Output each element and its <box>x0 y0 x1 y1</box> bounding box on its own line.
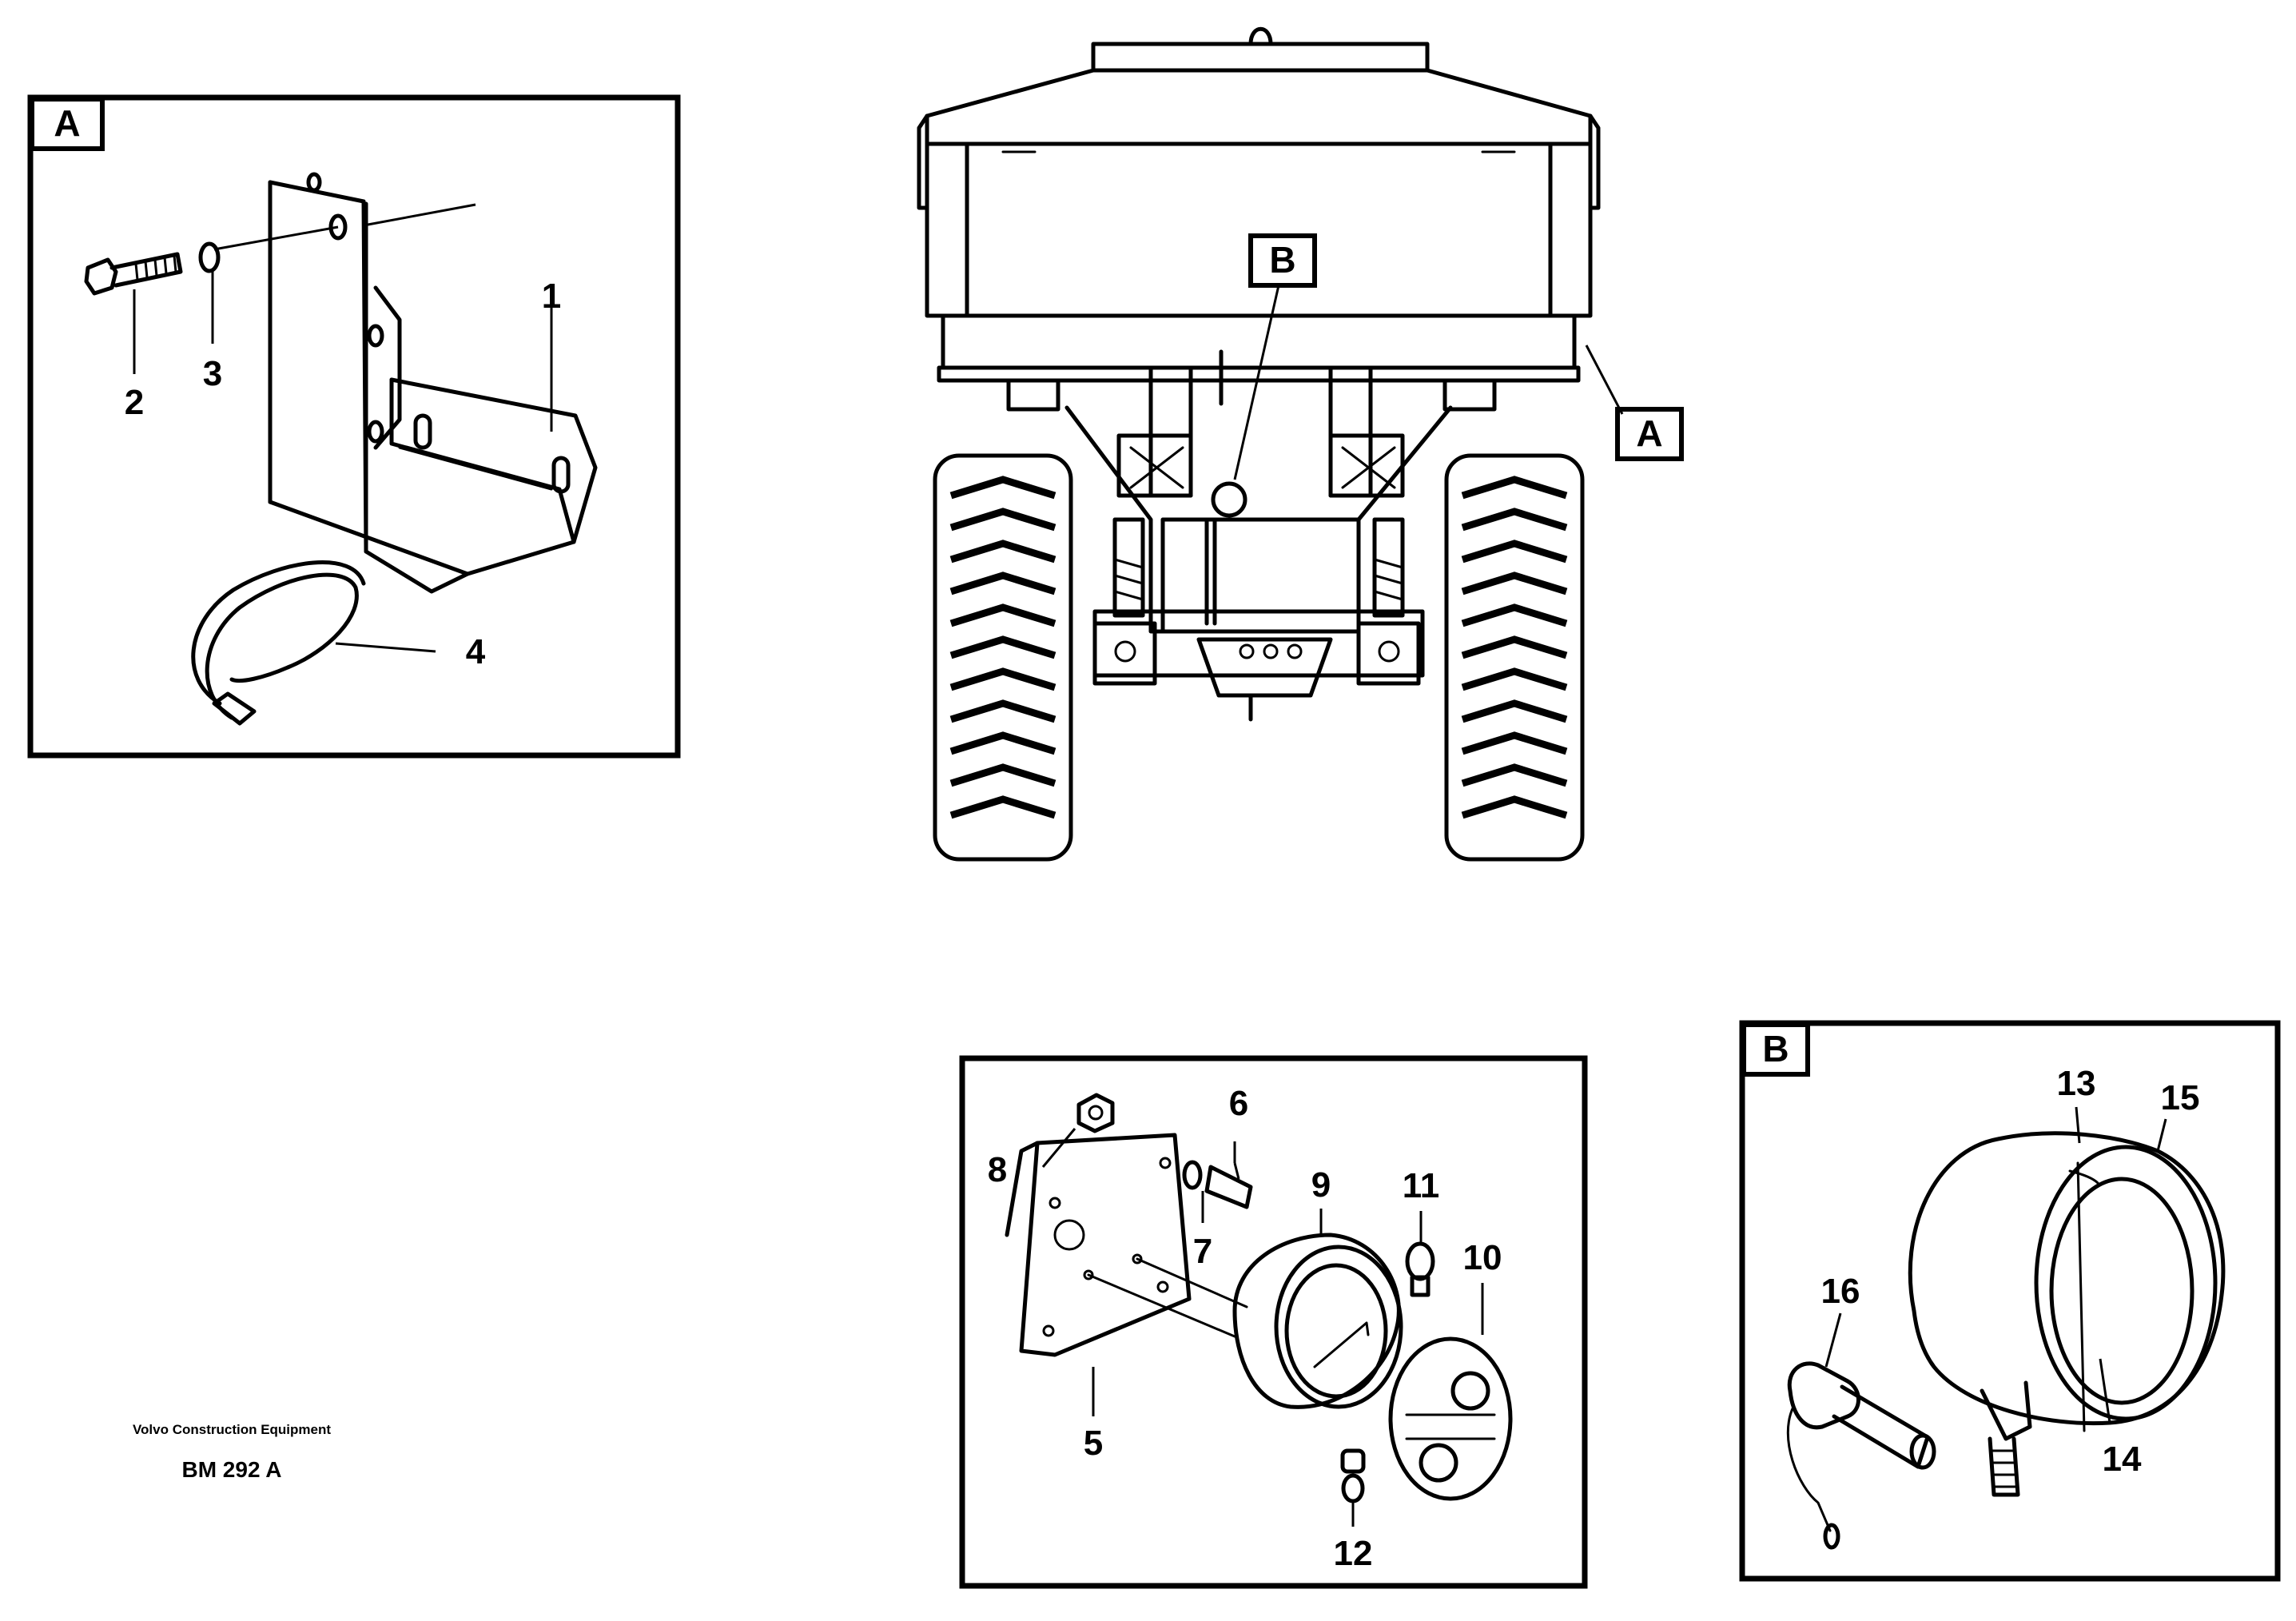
right-hub <box>1356 621 1421 686</box>
hose-clamp <box>191 560 366 726</box>
part-label-7: 7 <box>1193 1232 1212 1271</box>
overview-tag-b-box <box>1248 233 1317 288</box>
detail-a-tag: A <box>54 102 80 144</box>
bulb-11 <box>1405 1241 1435 1297</box>
rear-lamp-right <box>1442 378 1497 412</box>
screw-6 <box>1204 1165 1253 1209</box>
rear-beam <box>941 313 1577 370</box>
part-label-8: 8 <box>988 1150 1007 1189</box>
mounting-plate <box>1019 1133 1192 1357</box>
mounting-bracket <box>268 172 598 594</box>
overview-tag-a-box <box>1615 407 1684 461</box>
part-label-6: 6 <box>1229 1084 1248 1123</box>
part-label-12: 12 <box>1334 1534 1373 1573</box>
detail-b-tag-box <box>1741 1022 1810 1077</box>
rear-lamp-left <box>1006 378 1060 412</box>
part-label-11: 11 <box>1403 1166 1440 1205</box>
work-lamp-housing <box>1908 1131 2226 1497</box>
part-label-9: 9 <box>1311 1165 1331 1205</box>
part-label-3: 3 <box>203 354 222 393</box>
top-handle <box>1248 26 1273 46</box>
part-label-1: 1 <box>542 277 561 316</box>
overview-tag-a: A <box>1636 412 1662 454</box>
left-hub <box>1092 621 1157 686</box>
overview-tag-b: B <box>1269 239 1295 281</box>
part-label-2: 2 <box>125 383 144 422</box>
lamp-housing <box>1232 1233 1403 1409</box>
nut <box>1076 1093 1115 1133</box>
part-label-16: 16 <box>1821 1272 1860 1311</box>
lamp-detail-panel: 5 6 7 8 9 10 11 12 <box>959 1055 1588 1589</box>
rear-axle <box>1092 609 1425 678</box>
bolt <box>84 252 183 296</box>
detail-a-tag-box <box>30 97 105 151</box>
dump-body <box>925 42 1593 318</box>
washer <box>198 241 221 273</box>
part-label-5: 5 <box>1084 1424 1103 1463</box>
detail-b-tag: B <box>1762 1028 1789 1069</box>
detail-b-panel: B 13 14 15 16 <box>1739 1020 2281 1582</box>
bulb-12 <box>1340 1448 1366 1504</box>
washer-7 <box>1182 1160 1203 1190</box>
part-label-15: 15 <box>2161 1078 2200 1117</box>
part-label-13: 13 <box>2057 1064 2096 1103</box>
part-label-4: 4 <box>466 632 486 671</box>
work-lamp <box>1211 481 1247 518</box>
right-tire <box>1444 453 1585 862</box>
part-label-10: 10 <box>1463 1238 1502 1277</box>
company-caption: Volvo Construction Equipment <box>132 1422 332 1437</box>
part-label-14: 14 <box>2103 1440 2142 1479</box>
drawing-code: BM 292 A <box>181 1457 282 1482</box>
dumper-rear-view: B A <box>917 26 1684 862</box>
detail-a-panel: A <box>27 94 681 759</box>
left-tire <box>933 453 1073 862</box>
lamp-connector <box>1786 1361 1936 1550</box>
lens-cover <box>1388 1336 1513 1501</box>
